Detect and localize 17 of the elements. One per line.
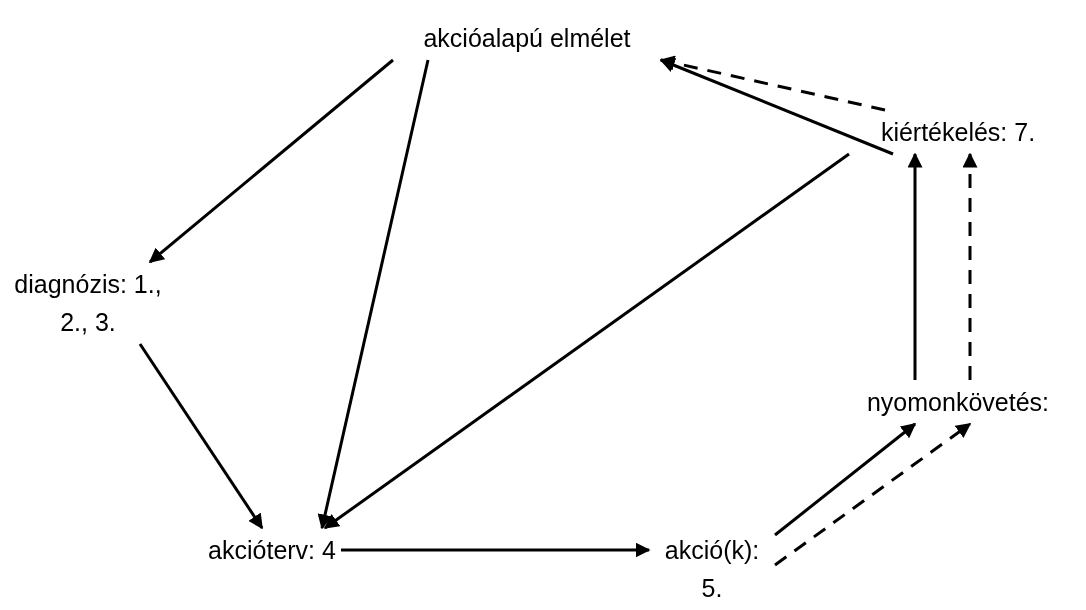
node-label: diagnózis: 1., 2., 3.: [9, 262, 167, 344]
node-label: nyomonkövetés:: [844, 380, 1072, 424]
arrow: [659, 58, 894, 156]
arrow: [962, 152, 978, 380]
arrow: [659, 55, 886, 112]
node-label: akcióalapú elmélet: [393, 16, 661, 60]
arrow: [774, 422, 917, 537]
arrow: [341, 542, 651, 558]
node-label: akció(k): 5.: [649, 528, 775, 610]
arrow: [323, 152, 850, 530]
arrow: [774, 422, 972, 567]
node-label: kiértékelés: 7.: [849, 110, 1067, 154]
arrow: [138, 343, 264, 530]
arrow: [907, 152, 923, 380]
node-label: akcióterv: 4: [203, 528, 341, 572]
arrow: [317, 59, 430, 530]
arrow: [148, 58, 394, 264]
